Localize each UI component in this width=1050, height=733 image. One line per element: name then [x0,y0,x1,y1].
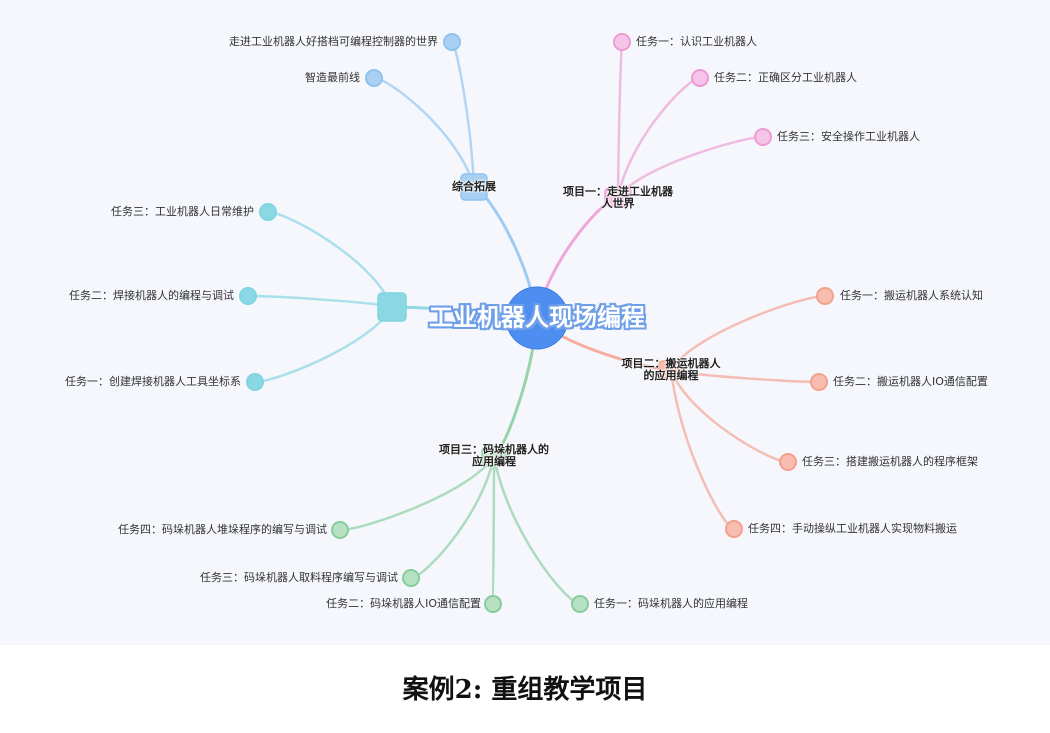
leaf-node [754,128,772,146]
leaf-node [725,520,743,538]
leaf-connector [372,76,476,189]
leaf-label: 任务一：搬运机器人系统认知 [840,289,983,302]
branch-label-project-1: 项目一：走进工业机器人世界 [563,185,673,210]
leaf-node [246,373,264,391]
leaf-connector [266,210,394,309]
leaf-node [816,287,834,305]
leaf-label: 任务三：安全操作工业机器人 [777,130,920,143]
leaf-node [365,69,383,87]
leaf-node [259,203,277,221]
leaf-node [571,595,589,613]
leaf-node [484,595,502,613]
branch-hub-node [460,173,488,201]
leaf-node [402,569,420,587]
leaf-connector [616,40,624,199]
leaf-label: 任务三：码垛机器人取料程序编写与调试 [200,571,398,584]
figure-caption: 案例2: 重组教学项目 [402,675,648,705]
root-node [505,286,569,350]
leaf-node [613,33,631,51]
leaf-label: 走进工业机器人好搭档可编程控制器的世界 [229,35,438,48]
leaf-label: 任务二：搬运机器人IO通信配置 [833,375,988,388]
leaf-connector [669,368,736,531]
leaf-label: 智造最前线 [305,71,360,84]
leaf-node [239,287,257,305]
leaf-connector [246,294,394,309]
branch-hub-node [377,292,407,322]
leaf-label: 任务四：手动操纵工业机器人实现物料搬运 [748,522,957,535]
leaf-node [331,521,349,539]
branch-label-project-2: 项目二：搬运机器人的应用编程 [621,357,721,382]
branch-hub-node [604,187,632,207]
leaf-connector [253,305,394,384]
leaf-label: 任务四：码垛机器人堆垛程序的编写与调试 [118,523,327,536]
branch-label-extension: 综合拓展 [452,180,496,193]
leaf-label: 任务一：创建焊接机器人工具坐标系 [65,375,241,388]
leaf-connector [492,454,582,606]
branch-hub-node [658,360,684,380]
branch-hub-node [481,446,507,466]
leaf-node [443,33,461,51]
leaf-connector [669,368,790,464]
mindmap-svg [239,33,834,613]
leaf-node [779,453,797,471]
branch-label-project-3: 项目三：码垛机器人的应用编程 [439,443,549,468]
leaf-node [691,69,709,87]
leaf-label: 任务三：搭建搬运机器人的程序框架 [802,455,978,468]
leaf-node [810,373,828,391]
leaf-label: 任务一：认识工业机器人 [636,35,757,48]
leaf-label: 任务一：码垛机器人的应用编程 [594,597,748,610]
leaf-connector [669,294,827,372]
leaf-connector [491,454,496,606]
leaf-label: 任务二：正确区分工业机器人 [714,71,857,84]
leaf-label: 任务二：码垛机器人IO通信配置 [326,597,481,610]
leaf-label: 任务三：工业机器人日常维护 [111,205,254,218]
leaf-connector [616,76,702,199]
leaf-connector [616,135,765,199]
root-topic-label: 工业机器人现场编程 [429,303,645,332]
leaf-label: 任务二：焊接机器人的编程与调试 [69,289,234,302]
leaf-connector [409,454,496,580]
leaf-connector [450,40,476,189]
leaf-connector [338,454,496,532]
mindmap-canvas: 工业机器人现场编程 项目一：走进工业机器人世界 项目二：搬运机器人的应用编程 项… [65,33,988,613]
